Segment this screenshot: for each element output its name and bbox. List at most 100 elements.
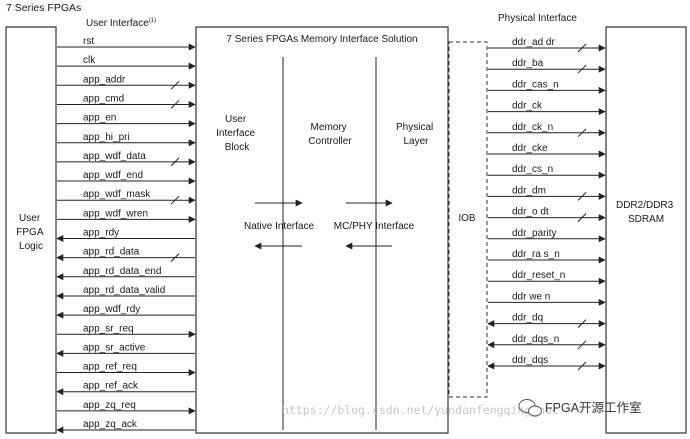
physical-layer-label: Physical Layer	[396, 122, 436, 147]
iob-label: IOB	[458, 213, 476, 224]
user-signal-row: app_ref_ack	[56, 381, 195, 396]
user-signal-bus-mark	[170, 100, 180, 109]
user-logic-label: User FPGA Logic	[16, 213, 45, 252]
user-signal-row: app_addr	[57, 74, 196, 90]
phy-signal-bus-mark	[577, 361, 587, 371]
user-signal-bus-mark	[170, 80, 180, 90]
user-signal-row: app_sr_req	[57, 323, 196, 338]
group-title: 7 Series FPGAs	[6, 2, 81, 14]
phy-signal-bus-mark	[577, 64, 587, 74]
watermark-url: https://blog.csdn.net/yundanfengqing_nuc	[282, 403, 559, 417]
user-signal-name: app_ref_req	[83, 362, 137, 373]
phy-signal-row: ddr_o dt	[488, 207, 606, 222]
sdram-label: DDR2/DDR3 SDRAM	[616, 200, 676, 225]
mc-phy-interface-label: MC/PHY Interface	[334, 221, 415, 232]
phy-signal-row: ddr_cas_n	[488, 79, 606, 94]
phy-signal-row: ddr_ba	[488, 58, 606, 74]
user-signal-name: app_rdy	[83, 228, 119, 239]
user-signal-bus-mark	[170, 157, 180, 167]
phy-signal-name: ddr_dq	[512, 313, 543, 324]
phy-signal-bus-mark	[577, 340, 587, 350]
user-signal-name: app_wdf_mask	[83, 189, 151, 200]
phy-signal-row: ddr_dm	[488, 185, 606, 201]
phy-signal-row: ddr_dq	[487, 313, 606, 328]
phy-signal-name: ddr_dqs	[512, 355, 548, 366]
user-signal-row: app_rd_data_valid	[56, 285, 195, 300]
user-interface-title: User Interface(1)	[86, 18, 156, 29]
user-signal-name: app_ref_ack	[83, 381, 139, 392]
phy-signal-name: ddr_cke	[512, 143, 548, 154]
user-signal-row: app_zq_req	[57, 400, 196, 415]
user-signal-row: app_wdf_data	[57, 151, 196, 167]
user-signal-name: app_sr_active	[83, 342, 146, 353]
phy-signal-name: ddr_reset_n	[512, 270, 565, 281]
user-signal-name: app_wdf_data	[83, 151, 146, 162]
phy-signal-name: ddr_ba	[512, 58, 544, 69]
phy-signal-name: ddr we n	[512, 291, 550, 302]
user-signal-row: app_wdf_rdy	[56, 304, 195, 319]
user-signal-row: app_rd_data_end	[56, 266, 195, 281]
user-interface-signals: rst clk app_addr app_cmd app_en app_hi_priapp…	[56, 36, 196, 434]
physical-interface-title: Physical Interface	[498, 13, 577, 24]
phy-signal-name: ddr_ck	[512, 101, 543, 112]
physical-interface-signals: ddr_ad dr ddr_ba ddr_cas_n ddr_ck ddr_ck_ndd…	[487, 37, 606, 371]
watermark-brand: FPGA开源工作室	[545, 400, 642, 415]
phy-signal-bus-mark	[577, 128, 587, 138]
phy-signal-bus-mark	[577, 213, 587, 222]
user-signal-row: app_wdf_mask	[57, 189, 196, 205]
user-signal-name: app_en	[83, 113, 116, 124]
phy-signal-name: ddr_cas_n	[512, 79, 559, 90]
native-interface-label: Native Interface	[244, 221, 314, 232]
phy-signal-row: ddr_cs_n	[488, 164, 606, 179]
user-signal-name: clk	[83, 55, 96, 66]
user-signal-row: app_sr_active	[56, 342, 195, 357]
phy-signal-name: ddr_o dt	[512, 207, 549, 218]
user-signal-name: app_cmd	[83, 93, 124, 104]
user-signal-row: clk	[57, 55, 196, 70]
user-signal-name: app_rd_data_end	[83, 266, 161, 277]
footnote-marker: (1)	[149, 18, 156, 24]
memory-interface-solution-box	[195, 26, 449, 434]
wechat-icon	[518, 399, 542, 417]
phy-signal-row: ddr_ck	[488, 101, 606, 116]
user-signal-name: rst	[83, 36, 94, 47]
user-signal-row: app_ref_req	[57, 362, 196, 377]
user-signal-name: app_wdf_wren	[83, 208, 148, 219]
phy-signal-name: ddr_dqs_n	[512, 334, 559, 345]
user-signal-name: app_wdf_end	[83, 170, 143, 181]
phy-signal-row: ddr_ad dr	[488, 37, 606, 53]
phy-signal-row: ddr_dqs	[487, 355, 606, 371]
ddr-sdram-box	[605, 26, 687, 434]
solution-title: 7 Series FPGAs Memory Interface Solution	[226, 34, 417, 45]
phy-signal-name: ddr_ck_n	[512, 122, 553, 133]
phy-signal-row: ddr_parity	[488, 228, 606, 243]
user-signal-bus-mark	[170, 253, 180, 263]
user-fpga-logic-box	[5, 26, 57, 434]
phy-signal-name: ddr_dm	[512, 185, 546, 196]
user-signal-name: app_wdf_rdy	[83, 304, 140, 315]
user-signal-row: app_wdf_end	[57, 170, 196, 185]
user-signal-name: app_zq_req	[83, 400, 136, 411]
phy-signal-row: ddr_reset_n	[488, 270, 606, 285]
user-signal-row: app_zq_ack	[56, 419, 195, 434]
phy-signal-bus-mark	[577, 192, 587, 201]
user-signal-row: app_rd_data	[56, 247, 195, 263]
memory-controller-label: Memory Controller	[308, 122, 352, 147]
phy-signal-name: ddr_cs_n	[512, 164, 553, 175]
phy-signal-name: ddr_parity	[512, 228, 556, 239]
phy-signal-row: ddr_cke	[488, 143, 606, 158]
user-signal-name: app_hi_pri	[83, 132, 130, 143]
user-signal-row: app_rdy	[56, 228, 195, 242]
phy-signal-name: ddr_ra s_n	[512, 249, 560, 260]
user-signal-name: app_sr_req	[83, 323, 134, 334]
user-signal-row: app_wdf_wren	[57, 208, 196, 223]
user-signal-row: rst	[57, 36, 196, 51]
user-signal-row: app_en	[57, 113, 196, 128]
user-signal-name: app_zq_ack	[83, 419, 138, 430]
user-signal-row: app_cmd	[57, 93, 196, 109]
phy-signal-bus-mark	[577, 319, 587, 328]
phy-signal-row: ddr_ck_n	[488, 122, 606, 138]
user-signal-name: app_rd_data_valid	[83, 285, 165, 296]
phy-signal-bus-mark	[577, 43, 587, 53]
user-signal-bus-mark	[170, 195, 180, 205]
